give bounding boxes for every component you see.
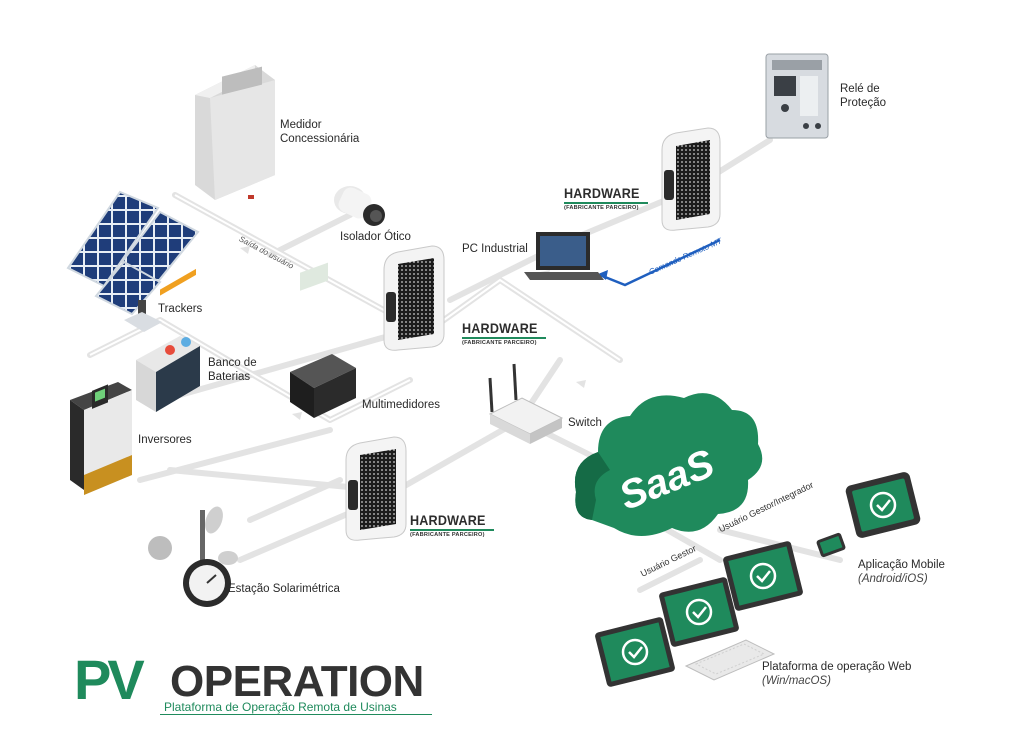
inverter-device	[70, 382, 132, 495]
web-label: Plataforma de operação Web(Win/macOS)	[762, 661, 912, 687]
mobile-devices	[816, 472, 921, 558]
multimeter-label: Multimedidores	[362, 399, 440, 411]
network-switch	[488, 363, 564, 444]
hardware-label-top: HARDWARE(FABRICANTE PARCEIRO)	[564, 185, 654, 211]
weather-station-label: Estação Solarimétrica	[228, 583, 340, 595]
logo-pv: PV	[74, 648, 145, 711]
hardware-label-bottom: HARDWARE(FABRICANTE PARCEIRO)	[410, 512, 500, 538]
weather-station	[148, 506, 238, 607]
optical-isolator	[334, 186, 385, 226]
pv-operation-logo: PV OPERATION Plataforma de Operação Remo…	[74, 652, 434, 722]
logo-underline	[160, 714, 432, 715]
isolator-label: Isolador Ótico	[340, 231, 411, 243]
hardware-device-1	[383, 245, 445, 351]
battery-bank	[136, 268, 200, 412]
meter-device	[195, 65, 275, 200]
trackers-label: Trackers	[158, 303, 203, 315]
protection-relay	[765, 53, 829, 139]
hardware-device-2	[661, 127, 721, 231]
saas-cloud	[574, 393, 763, 536]
pc-label: PC Industrial	[462, 243, 528, 255]
laptop-pc	[524, 232, 604, 280]
solar-tracker	[66, 190, 200, 332]
command-line	[599, 238, 721, 287]
hardware-device-3	[345, 436, 407, 541]
logo-tagline: Plataforma de Operação Remota de Usinas	[164, 700, 397, 714]
mobile-label: Aplicação Mobile(Android/iOS)	[858, 559, 945, 585]
logo-operation: OPERATION	[170, 657, 424, 706]
multimeter-device	[290, 262, 356, 418]
hardware-label-middle: HARDWARE(FABRICANTE PARCEIRO)	[462, 320, 552, 346]
web-monitors	[595, 541, 803, 687]
inverters-label: Inversores	[138, 434, 192, 446]
switch-label: Switch	[568, 417, 602, 429]
